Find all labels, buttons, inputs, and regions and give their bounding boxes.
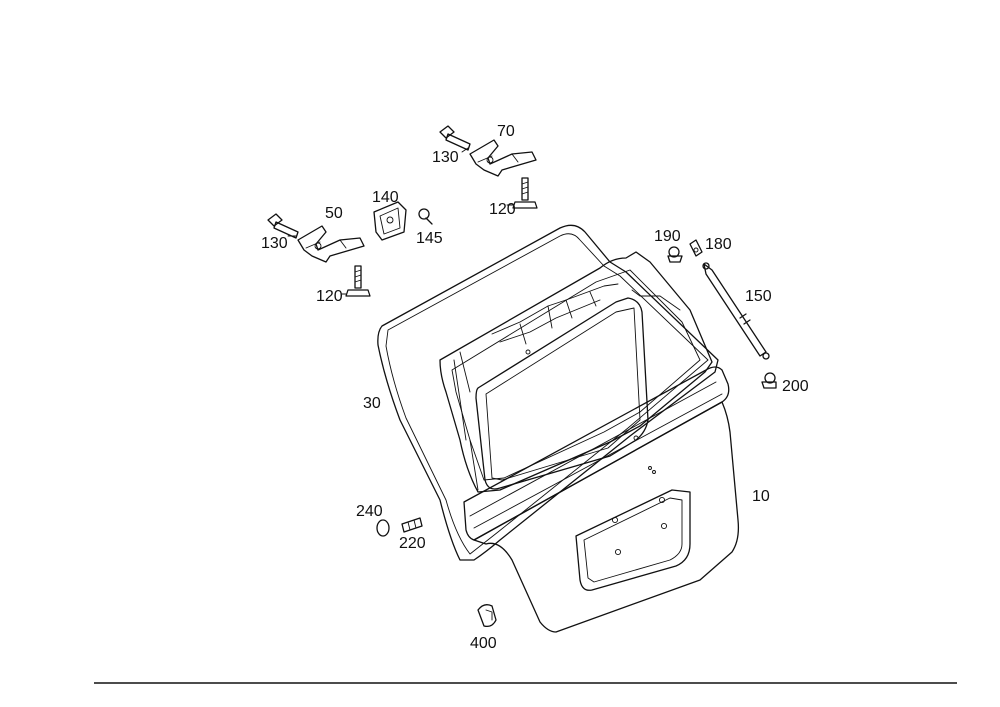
gas-strut-150	[702, 262, 770, 360]
hinge-50	[297, 225, 365, 263]
label-50: 50	[325, 205, 343, 222]
stud-120-right	[512, 177, 538, 209]
label-120-left: 120	[316, 288, 343, 305]
position-labels: 10 30 50 70 120 120 130 130 140 145 150 …	[261, 123, 809, 652]
seal-30	[377, 224, 719, 561]
ball-stud-200	[761, 372, 777, 389]
label-10: 10	[752, 488, 770, 505]
label-180: 180	[705, 236, 732, 253]
label-145: 145	[416, 230, 443, 247]
label-220: 220	[399, 535, 426, 552]
ball-stud-190	[667, 246, 683, 263]
leader-lines	[287, 147, 514, 295]
screw-145	[418, 208, 433, 225]
label-70: 70	[497, 123, 515, 140]
bolt-130-right	[439, 125, 471, 151]
connector-220	[401, 517, 423, 533]
label-200: 200	[782, 378, 809, 395]
label-400: 400	[470, 635, 497, 652]
label-140: 140	[372, 189, 399, 206]
label-130-right: 130	[432, 149, 459, 166]
stud-120-left	[345, 265, 371, 297]
bolt-130-left	[267, 213, 299, 239]
label-150: 150	[745, 288, 772, 305]
plug-400	[477, 604, 497, 628]
label-130-left: 130	[261, 235, 288, 252]
ring-240	[376, 519, 390, 537]
label-30: 30	[363, 395, 381, 412]
label-120-right: 120	[489, 201, 516, 218]
clip-180	[689, 239, 703, 257]
bracket-140	[373, 201, 407, 241]
tailgate-10	[439, 251, 740, 633]
label-240: 240	[356, 503, 383, 520]
hinge-70	[469, 139, 537, 177]
label-190: 190	[654, 228, 681, 245]
